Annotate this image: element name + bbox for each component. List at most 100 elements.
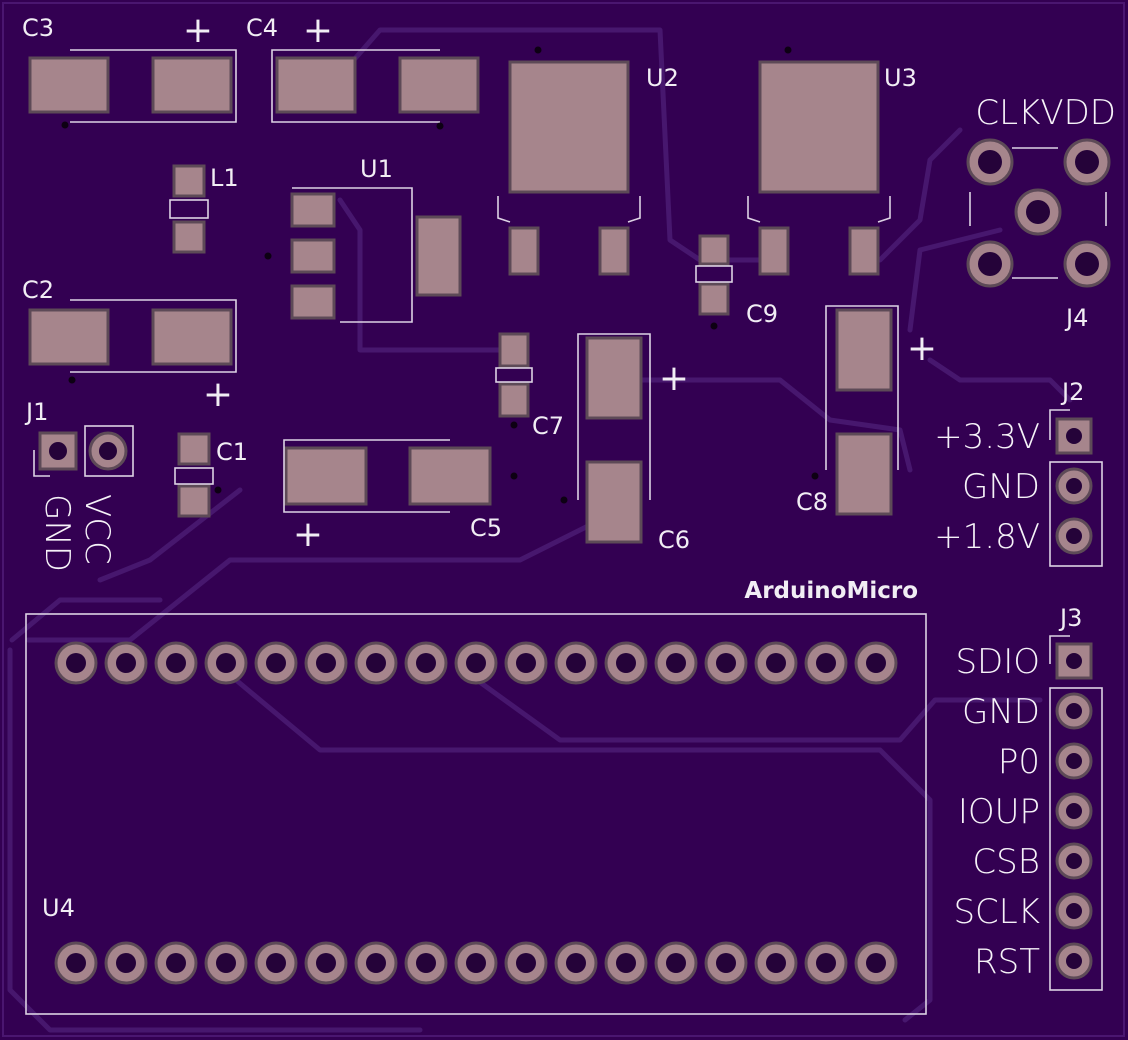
u4-pin-hole	[66, 653, 86, 673]
u4-pin-hole	[766, 953, 786, 973]
u4-pin-hole	[516, 953, 536, 973]
u4-pin-hole	[666, 953, 686, 973]
polarity-c6: +	[659, 358, 689, 399]
capacitor-c6	[560, 333, 651, 544]
u4-pin-hole	[866, 653, 886, 673]
u4-pin-hole	[716, 953, 736, 973]
capacitor-c9	[695, 234, 733, 330]
u4-pin-hole	[116, 953, 136, 973]
capacitor-c4	[271, 49, 480, 130]
inductor-l1	[169, 164, 209, 254]
label-l1: L1	[210, 164, 239, 192]
u4-pin-hole	[466, 653, 486, 673]
u4-pin-hole	[116, 653, 136, 673]
j2-label-33v: +3.3V	[934, 417, 1040, 457]
polarity-c3: +	[183, 10, 213, 51]
j3-label-sdio: SDIO	[955, 642, 1040, 682]
j3-pin-hole	[1066, 703, 1082, 719]
connector-j1	[33, 425, 134, 477]
label-c8: C8	[796, 488, 828, 516]
label-c3: C3	[22, 14, 54, 42]
j3-pin-hole	[1066, 853, 1082, 869]
u4-pin-hole	[316, 953, 336, 973]
designators: C3 C4 L1 U1 U2 U3 C9 C2 J1 C1 C7 C5 C6 C…	[22, 14, 1088, 922]
j3-label-gnd: GND	[962, 692, 1040, 732]
j4-pin-hole	[1075, 150, 1099, 174]
label-c4: C4	[246, 14, 278, 42]
label-c2: C2	[22, 276, 54, 304]
j3-label-csb: CSB	[972, 842, 1040, 882]
j2-label-18v: +1.8V	[934, 517, 1040, 557]
j3-pin-hole	[1066, 953, 1082, 969]
j2-label-gnd: GND	[962, 467, 1040, 507]
label-c5: C5	[470, 514, 502, 542]
label-j2: J2	[1060, 378, 1084, 406]
polarity-c5: +	[293, 514, 323, 555]
label-c6: C6	[658, 526, 690, 554]
regulator-u1	[264, 187, 462, 323]
label-c7: C7	[532, 412, 564, 440]
j4-pin-hole	[978, 252, 1002, 276]
j2-pin-hole	[1066, 428, 1082, 444]
u4-pin-hole	[166, 653, 186, 673]
connector-j3	[1049, 635, 1103, 991]
board-title: ArduinoMicro	[744, 578, 918, 604]
u4-pin-hole	[66, 953, 86, 973]
label-c1: C1	[216, 438, 248, 466]
connector-j4	[966, 138, 1111, 288]
j2-pin-hole	[1066, 528, 1082, 544]
j3-pin-hole	[1066, 803, 1082, 819]
label-j3: J3	[1058, 604, 1082, 632]
capacitor-c3	[28, 49, 237, 129]
capacitor-c1	[174, 432, 222, 518]
regulator-u2	[497, 46, 641, 276]
u4-pin-hole	[266, 653, 286, 673]
j3-pin-hole	[1066, 753, 1082, 769]
u4-pin-hole	[866, 953, 886, 973]
label-j1: J1	[24, 398, 48, 426]
polarity-c8: +	[907, 328, 937, 369]
regulator-u3	[747, 46, 891, 276]
capacitor-c5	[283, 439, 518, 513]
u4-pin-hole	[366, 653, 386, 673]
u4-pin-hole	[516, 653, 536, 673]
label-u1: U1	[360, 155, 393, 183]
j4-label-clkvdd: CLKVDD	[975, 93, 1116, 133]
j4-pin-hole	[1075, 252, 1099, 276]
u4-pin-hole	[266, 953, 286, 973]
j1-pin-vcc: VCC	[77, 494, 117, 565]
u4-pin-hole	[666, 653, 686, 673]
u4-pin-hole	[716, 653, 736, 673]
u4-pin-hole	[216, 953, 236, 973]
u4-pin-hole	[316, 653, 336, 673]
label-j4: J4	[1064, 304, 1088, 332]
j3-pin-hole	[1066, 653, 1082, 669]
j3-pin-hole	[1066, 903, 1082, 919]
connector-j2	[1049, 409, 1103, 567]
u4-pin-hole	[216, 653, 236, 673]
capacitor-c7	[495, 332, 533, 429]
capacitor-c2	[28, 299, 237, 384]
j2-pin-hole	[1066, 478, 1082, 494]
j4-pin-hole	[1026, 200, 1050, 224]
u4-pin-hole	[816, 653, 836, 673]
label-u4: U4	[42, 894, 75, 922]
capacitor-c8	[811, 305, 899, 516]
j1-pin-gnd: GND	[37, 494, 77, 572]
u4-pin-hole	[416, 953, 436, 973]
u4-pin-hole	[566, 953, 586, 973]
u4-pin-hole	[366, 953, 386, 973]
label-c9: C9	[746, 300, 778, 328]
u4-pin-hole	[616, 953, 636, 973]
label-u3: U3	[884, 64, 917, 92]
u4-pin-hole	[166, 953, 186, 973]
module-u4	[25, 613, 927, 1015]
polarity-marks: + + + + + +	[183, 10, 937, 555]
j3-label-rst: RST	[974, 942, 1040, 982]
j3-label-ioup: IOUP	[958, 792, 1040, 832]
polarity-c2: +	[203, 374, 233, 415]
label-u2: U2	[646, 64, 679, 92]
